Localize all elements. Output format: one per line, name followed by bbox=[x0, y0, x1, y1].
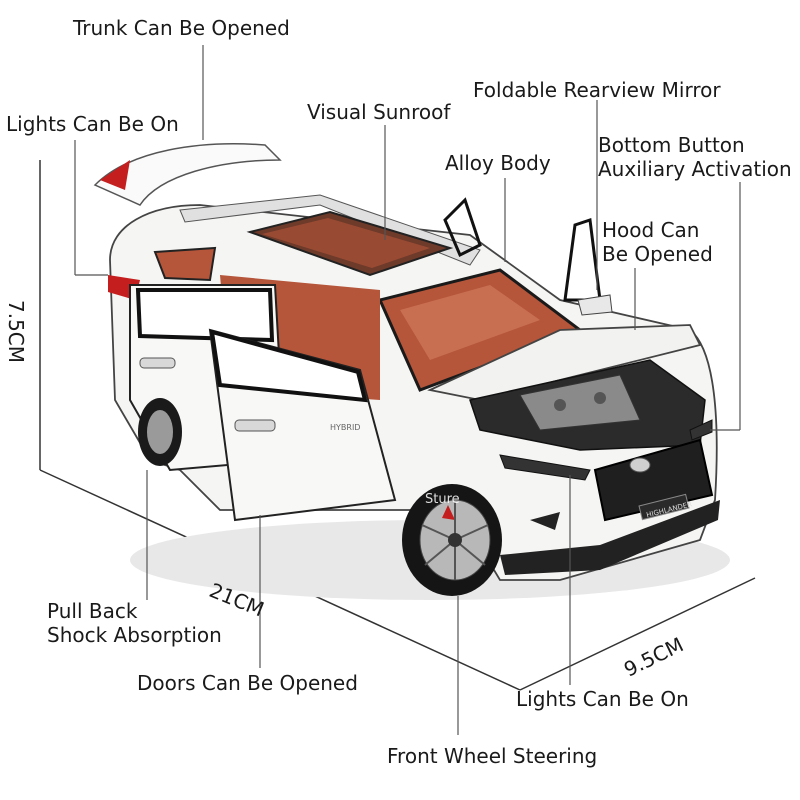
right-headlight bbox=[689, 419, 713, 441]
lower-bumper bbox=[500, 500, 720, 575]
left-headlight bbox=[499, 454, 591, 481]
callout-lines bbox=[74, 45, 741, 735]
label-auxiliary-activation: Auxiliary Activation bbox=[598, 157, 792, 181]
front-door-window-frame bbox=[209, 329, 368, 403]
hybrid-badge: HYBRID bbox=[330, 423, 360, 432]
sunroof-interior bbox=[262, 218, 430, 268]
label-pull-back: Pull Back bbox=[47, 599, 138, 623]
right-door-frame bbox=[563, 217, 602, 302]
roof-rail bbox=[179, 194, 481, 266]
left-door-frame-top bbox=[443, 197, 482, 258]
trunk-tail-light bbox=[100, 160, 130, 190]
watermark: Sture bbox=[425, 492, 460, 507]
rearview-mirror bbox=[577, 294, 613, 316]
rear-door-handle bbox=[139, 357, 176, 369]
hood bbox=[427, 324, 702, 401]
label-mirror: Foldable Rearview Mirror bbox=[473, 78, 721, 102]
label-shock-absorption: Shock Absorption bbox=[47, 623, 222, 647]
width-dimension-line bbox=[519, 577, 756, 691]
label-hood-2: Be Opened bbox=[602, 242, 713, 266]
label-bottom-button: Bottom Button bbox=[598, 133, 745, 157]
label-alloy: Alloy Body bbox=[445, 151, 551, 175]
label-trunk: Trunk Can Be Opened bbox=[73, 16, 290, 40]
rear-door-window-frame bbox=[135, 288, 275, 343]
label-doors: Doors Can Be Opened bbox=[137, 671, 358, 695]
front-door-handle bbox=[234, 419, 276, 432]
label-sunroof: Visual Sunroof bbox=[307, 100, 451, 124]
toyota-logo bbox=[629, 457, 651, 473]
brake-caliper bbox=[442, 505, 455, 520]
engine-detail bbox=[594, 392, 606, 404]
label-lights-front: Lights Can Be On bbox=[516, 687, 689, 711]
dimension-height: 7.5CM bbox=[4, 300, 28, 364]
rear-rim bbox=[147, 410, 173, 454]
fog-light bbox=[530, 512, 560, 530]
wheel-hub bbox=[448, 533, 462, 547]
label-steering: Front Wheel Steering bbox=[387, 744, 598, 768]
front-seats bbox=[400, 285, 540, 360]
label-hood-1: Hood Can bbox=[602, 218, 700, 242]
plate bbox=[638, 493, 690, 521]
engine-detail bbox=[554, 399, 566, 411]
engine-cover bbox=[519, 374, 641, 431]
rear-quarter-window bbox=[153, 246, 217, 282]
trunk-lid bbox=[93, 143, 282, 206]
label-lights-rear: Lights Can Be On bbox=[6, 112, 179, 136]
